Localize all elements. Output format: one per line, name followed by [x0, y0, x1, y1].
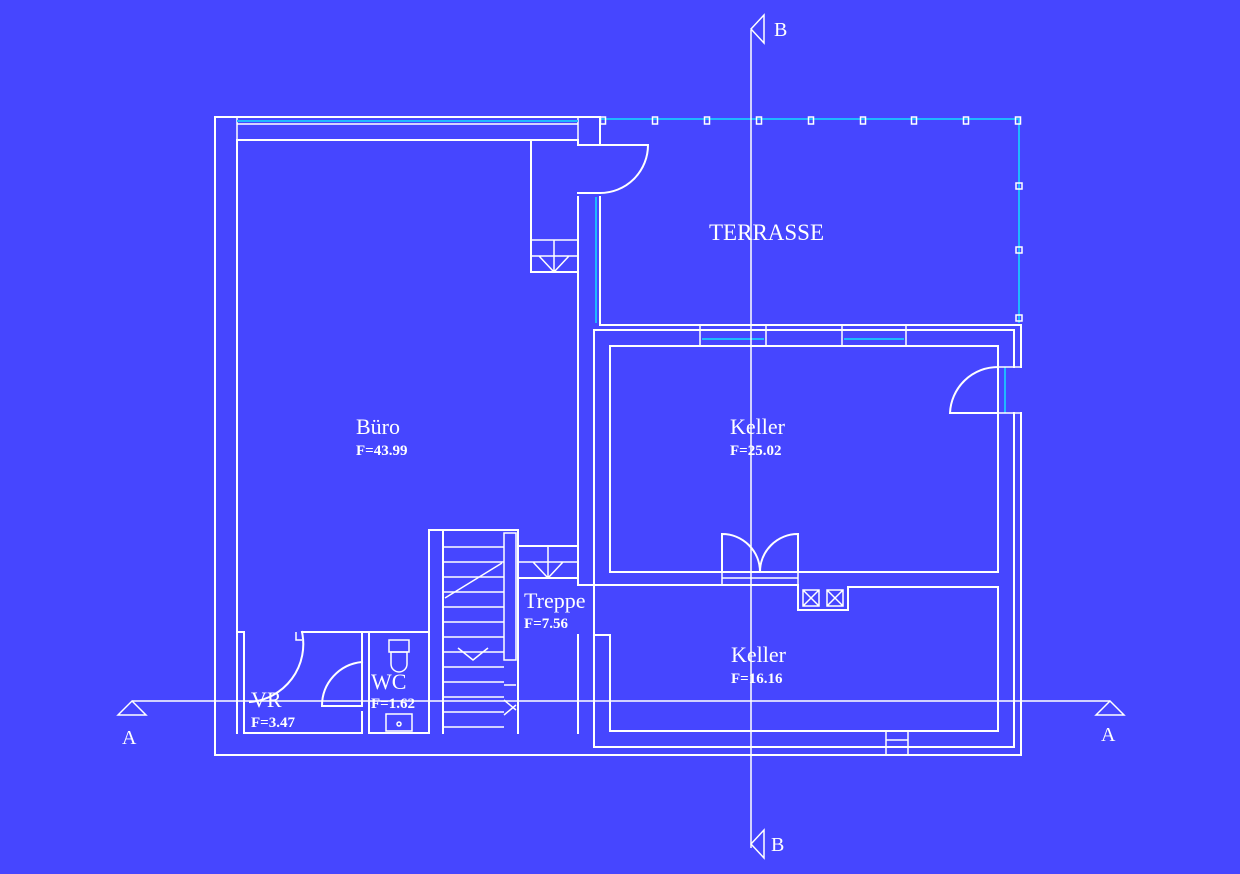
terrace-post — [910, 116, 918, 125]
keller-upper-name: Keller — [730, 414, 786, 439]
terrace-post — [703, 116, 711, 125]
terrasse-label: TERRASSE — [709, 220, 824, 245]
terrace-post — [859, 116, 867, 125]
terrace-post — [651, 116, 659, 125]
terrace-post — [807, 116, 815, 125]
buero-name: Büro — [356, 414, 400, 439]
staircase — [428, 529, 579, 734]
wc-room — [320, 631, 430, 734]
treppe-name: Treppe — [524, 588, 586, 613]
section-a-left-label: A — [122, 727, 137, 749]
terrace-post — [1015, 246, 1023, 254]
vr-name: VR — [251, 687, 282, 712]
terrace-door — [577, 144, 650, 195]
buero-cabinet — [530, 139, 579, 274]
keller-upper-walls — [593, 325, 1021, 748]
wc-name: WC — [371, 669, 406, 694]
vr-area: F=3.47 — [251, 715, 295, 731]
vr-room — [236, 630, 363, 734]
section-b-bottom-label: B — [771, 834, 784, 856]
keller-lower-walls — [593, 584, 999, 755]
terrace-post — [1014, 116, 1022, 125]
treppe-area: F=7.56 — [524, 616, 568, 632]
terrace-post — [599, 116, 607, 125]
section-line-a — [116, 699, 1126, 716]
keller-lower-area: F=16.16 — [731, 671, 783, 687]
section-a-right-label: A — [1101, 724, 1116, 746]
terrace-outline — [595, 116, 1023, 323]
section-line-b — [749, 13, 765, 860]
outer-walls — [214, 116, 1022, 756]
terrace-post — [755, 116, 763, 125]
buero-area: F=43.99 — [356, 443, 407, 459]
section-b-top-label: B — [774, 19, 787, 41]
keller-upper-area: F=25.02 — [730, 443, 781, 459]
terrace-post — [1015, 182, 1023, 190]
wc-area: F=1.62 — [371, 696, 415, 712]
keller-double-door — [721, 532, 799, 586]
terrace-post — [1015, 314, 1023, 322]
terrace-post — [962, 116, 970, 125]
keller-lower-name: Keller — [731, 642, 787, 667]
